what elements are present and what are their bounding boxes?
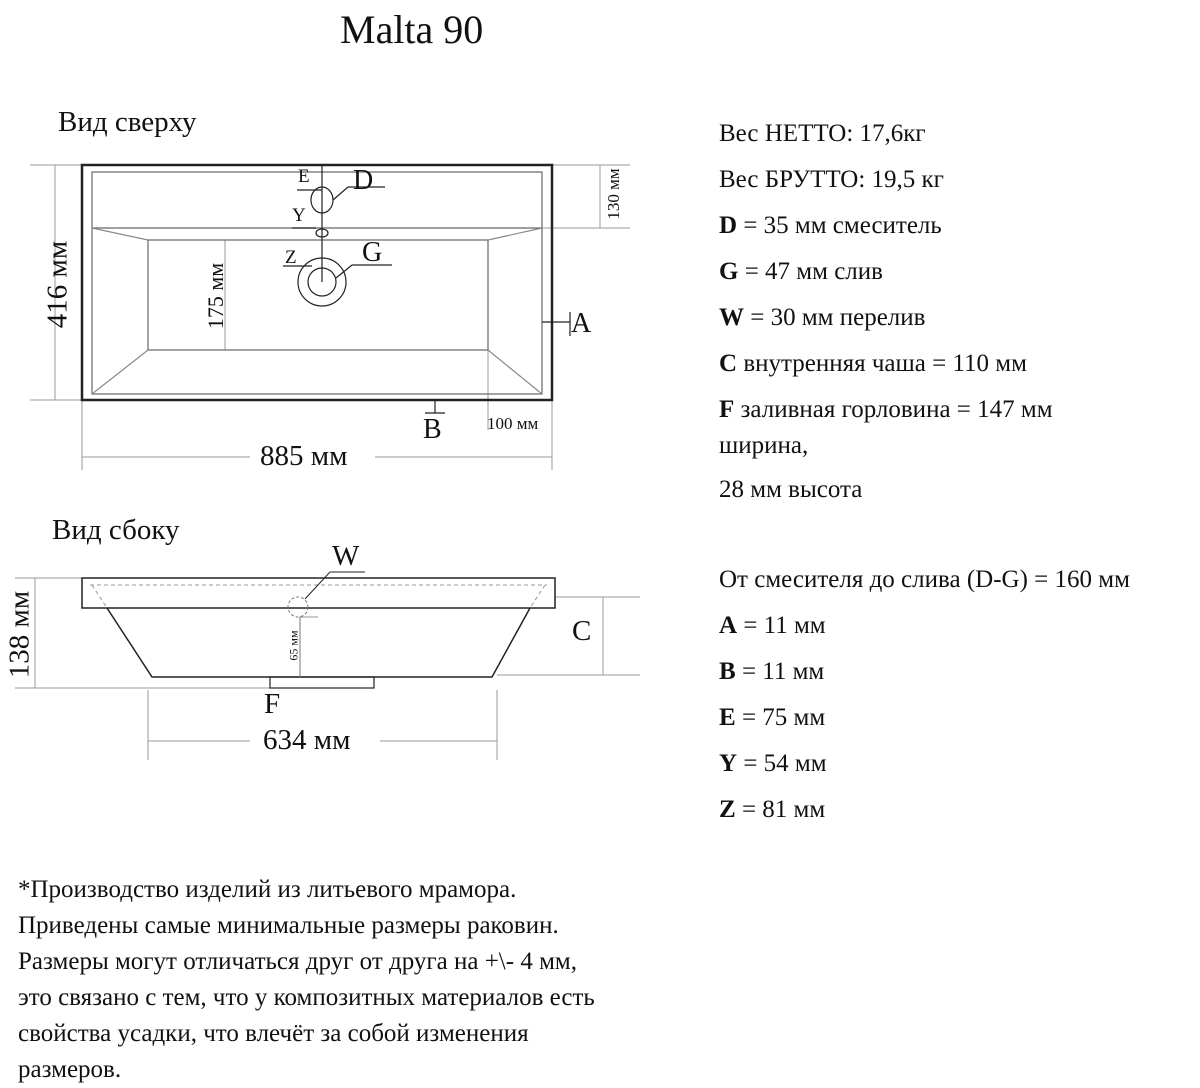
rim-depth-dimension: 130 мм (604, 168, 623, 220)
spec-f: F заливная горловина = 147 мм (719, 396, 1053, 423)
depth-dimension: 416 мм (41, 240, 74, 329)
spec-w: W = 30 мм перелив (719, 304, 926, 331)
footnote-line: это связано с тем, что у композитных мат… (18, 984, 595, 1011)
footnote-line: Приведены самые минимальные размеры рако… (18, 912, 559, 939)
page-title: Malta 90 (340, 7, 484, 52)
drain-outer (297, 257, 347, 307)
footnote: *Производство изделий из литьевого мрамо… (18, 872, 595, 1088)
spec-y: Y = 54 мм (719, 750, 827, 777)
marker-a: A (571, 308, 592, 339)
marker-d: D (353, 165, 374, 196)
dimension-lines (15, 164, 640, 760)
height-dimension: 138 мм (3, 590, 36, 679)
edge-offset-dimension: 100 мм (487, 414, 539, 433)
side-view (81, 571, 556, 689)
overflow-hole (315, 228, 329, 238)
footnote-line: Размеры могут отличаться друг от друга н… (18, 948, 577, 975)
spec-a: A = 11 мм (719, 612, 826, 639)
side-view-label: Вид сбоку (52, 514, 180, 546)
marker-w: W (332, 540, 360, 572)
bottom-width-dimension: 634 мм (263, 724, 351, 756)
spec-z: Z = 81 мм (719, 796, 826, 823)
drain-inner (307, 267, 337, 297)
marker-y: Y (292, 205, 306, 226)
bowl-depth-dimension: 175 мм (203, 262, 228, 330)
footnote-line: размеров. (18, 1056, 122, 1083)
spec-g: G = 47 мм слив (719, 258, 883, 285)
marker-g: G (362, 237, 383, 268)
spec-e: E = 75 мм (719, 704, 826, 731)
top-view-label: Вид сверху (58, 106, 197, 138)
spec-d: D = 35 мм смеситель (719, 212, 942, 239)
spec-d-g: От смесителя до слива (D-G) = 160 мм (719, 566, 1130, 593)
spec-gross-weight: Вес БРУТТО: 19,5 кг (719, 166, 944, 193)
overflow-height-dimension: 65 мм (286, 630, 301, 661)
spec-f-width: ширина, (719, 432, 809, 459)
marker-e: E (298, 166, 310, 187)
footnote-line: свойства усадки, что влечёт за собой изм… (18, 1020, 529, 1047)
marker-f: F (264, 688, 281, 720)
spec-b: B = 11 мм (719, 658, 825, 685)
spec-c: C внутренняя чаша = 110 мм (719, 350, 1027, 377)
marker-b: B (423, 414, 442, 445)
spec-net-weight: Вес НЕТТО: 17,6кг (719, 120, 926, 147)
spec-f-height: 28 мм высота (719, 476, 863, 503)
marker-z: Z (285, 247, 297, 268)
footnote-line: *Производство изделий из литьевого мрамо… (18, 876, 517, 903)
top-view (80, 163, 571, 414)
width-dimension: 885 мм (260, 440, 348, 472)
marker-c: C (572, 615, 592, 647)
